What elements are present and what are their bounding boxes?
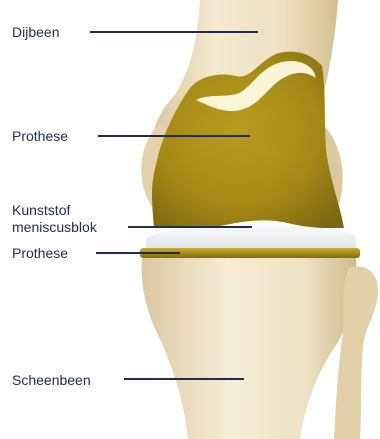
leader-line-meniscusblok xyxy=(128,226,252,228)
label-dijbeen: Dijbeen xyxy=(12,24,59,41)
leader-line-dijbeen xyxy=(90,31,258,33)
leader-line-prothese-tibial xyxy=(96,252,180,254)
label-meniscusblok: meniscusblok xyxy=(12,219,97,236)
leader-line-prothese-femoral xyxy=(98,135,250,137)
tibia-bone xyxy=(142,258,357,439)
femoral-prosthesis xyxy=(152,52,344,228)
label-prothese-tibial: Prothese xyxy=(12,245,68,262)
label-prothese-femoral: Prothese xyxy=(12,128,68,145)
label-scheenbeen: Scheenbeen xyxy=(12,372,91,389)
leader-line-scheenbeen xyxy=(124,378,244,380)
label-kunststof: Kunststof xyxy=(12,202,70,219)
